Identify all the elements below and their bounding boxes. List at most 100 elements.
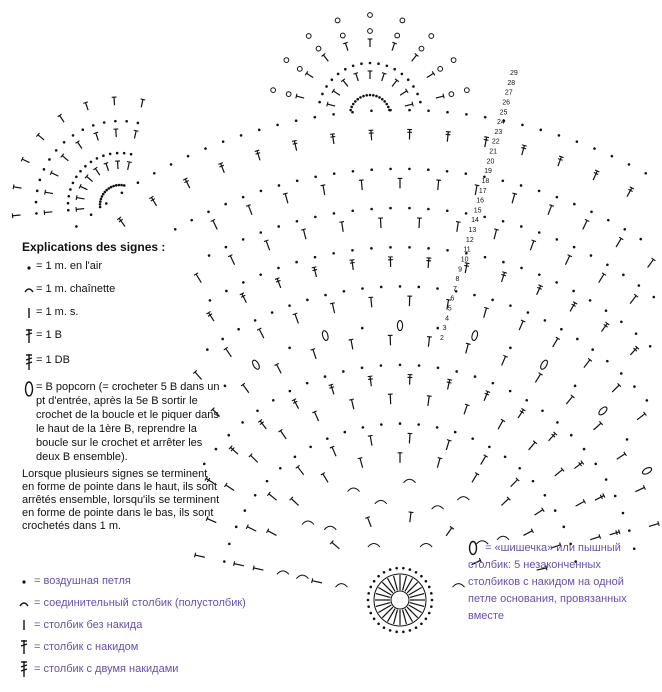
stitch-bar bbox=[292, 312, 298, 316]
stitch-bar bbox=[560, 467, 565, 472]
chain-stitch bbox=[604, 478, 608, 481]
chain-stitch bbox=[427, 207, 430, 211]
stitch-post bbox=[322, 185, 326, 196]
stitch-bar bbox=[240, 382, 246, 387]
stitch-bar bbox=[584, 218, 590, 222]
stitch-post bbox=[404, 608, 414, 622]
chain-stitch bbox=[594, 462, 598, 466]
chain-stitch bbox=[464, 172, 468, 175]
stitch-post bbox=[557, 156, 562, 167]
stitch-post bbox=[247, 205, 253, 216]
chain-stitch bbox=[313, 255, 317, 259]
stitch-bar bbox=[311, 578, 314, 584]
row-number: 29 bbox=[510, 70, 518, 77]
chain-stitch bbox=[395, 630, 398, 634]
chain-stitch bbox=[426, 168, 430, 171]
chain-stitch bbox=[395, 566, 398, 570]
picot bbox=[428, 33, 435, 39]
legend-ru-dc: = столбик с накидом bbox=[16, 636, 296, 658]
chain-stitch bbox=[398, 363, 402, 367]
chain-stitch bbox=[359, 96, 362, 99]
stitch-bar bbox=[263, 239, 269, 243]
stitch-post bbox=[360, 180, 363, 191]
stitch-post bbox=[344, 42, 349, 51]
stitch-bar bbox=[494, 228, 500, 231]
stitch-bar bbox=[392, 41, 398, 45]
chain-stitch bbox=[105, 188, 108, 192]
stitch-post bbox=[76, 207, 85, 210]
stitch-bar bbox=[437, 456, 443, 460]
stitch-post bbox=[259, 420, 267, 430]
stitch-bar bbox=[274, 362, 279, 367]
stitch-post bbox=[331, 133, 335, 145]
row-number: 8 bbox=[456, 276, 460, 283]
stitch-bar bbox=[292, 400, 298, 404]
legend-note: Lorsque plusieurs signes se terminent en… bbox=[22, 468, 220, 532]
stitch-bar bbox=[49, 170, 53, 176]
chain-stitch bbox=[369, 611, 373, 615]
stitch-post bbox=[500, 272, 506, 283]
chain-stitch bbox=[342, 370, 345, 373]
stitch-bar bbox=[474, 184, 480, 187]
chain-stitch bbox=[81, 128, 85, 131]
stitch-bar bbox=[248, 453, 253, 458]
stitch-post bbox=[351, 259, 354, 271]
chain-stitch bbox=[276, 123, 279, 127]
stitch-bar bbox=[342, 41, 348, 45]
chain-stitch bbox=[408, 108, 411, 112]
chain-stitch bbox=[543, 493, 547, 497]
stitch-bar bbox=[204, 476, 208, 481]
stitch-bar bbox=[598, 421, 604, 426]
chain-stitch bbox=[389, 167, 392, 171]
stitch-bar bbox=[116, 216, 122, 221]
stitch-post bbox=[341, 221, 344, 232]
chain-stitch bbox=[120, 191, 124, 195]
stitch-post bbox=[427, 257, 430, 268]
stitch-post bbox=[523, 530, 533, 536]
stitch-post bbox=[279, 430, 287, 440]
stitch-post bbox=[592, 170, 598, 181]
chain-stitch bbox=[223, 560, 226, 563]
stitch-post bbox=[194, 371, 203, 380]
chain-stitch bbox=[473, 375, 477, 378]
stitch-post bbox=[381, 73, 385, 82]
row-number: 25 bbox=[500, 109, 508, 116]
chain-stitch bbox=[557, 134, 561, 137]
stitch-post bbox=[276, 278, 282, 289]
chain-stitch bbox=[369, 585, 373, 589]
chain-stitch bbox=[332, 251, 335, 255]
chain-stitch bbox=[356, 97, 360, 101]
stitch-bar bbox=[657, 521, 660, 526]
stitch-bar bbox=[501, 273, 507, 277]
chain-stitch bbox=[343, 430, 347, 434]
stitch-bar bbox=[449, 525, 455, 530]
stitch-bar bbox=[502, 271, 507, 274]
chain-stitch bbox=[372, 579, 376, 583]
chain-stitch bbox=[221, 337, 224, 341]
scallop-arc bbox=[403, 478, 416, 484]
popcorn-stitch bbox=[540, 359, 548, 370]
chain-stitch bbox=[35, 212, 38, 215]
stitch-bar bbox=[447, 378, 453, 381]
chain-stitch bbox=[427, 585, 431, 589]
picot bbox=[367, 28, 373, 34]
stitch-post bbox=[582, 220, 588, 230]
stitch-post bbox=[521, 145, 525, 156]
stitch-bar bbox=[140, 98, 146, 101]
stitch-post bbox=[284, 193, 289, 204]
stitch-bar bbox=[593, 172, 599, 175]
stitch-post bbox=[427, 395, 430, 406]
row-number: 4 bbox=[445, 315, 449, 322]
legend-item-slip: = 1 m. chaînette bbox=[22, 282, 222, 296]
scallop-arc bbox=[296, 574, 309, 579]
stitch-bar bbox=[559, 542, 562, 548]
stitch-post bbox=[105, 163, 110, 172]
stitch-bar bbox=[326, 101, 329, 107]
stitch-bar bbox=[278, 428, 283, 433]
stitch-bar bbox=[615, 530, 618, 536]
stitch-bar bbox=[553, 431, 558, 436]
chain-stitch bbox=[259, 189, 263, 193]
picot bbox=[394, 32, 401, 39]
chain-stitch bbox=[613, 494, 617, 498]
